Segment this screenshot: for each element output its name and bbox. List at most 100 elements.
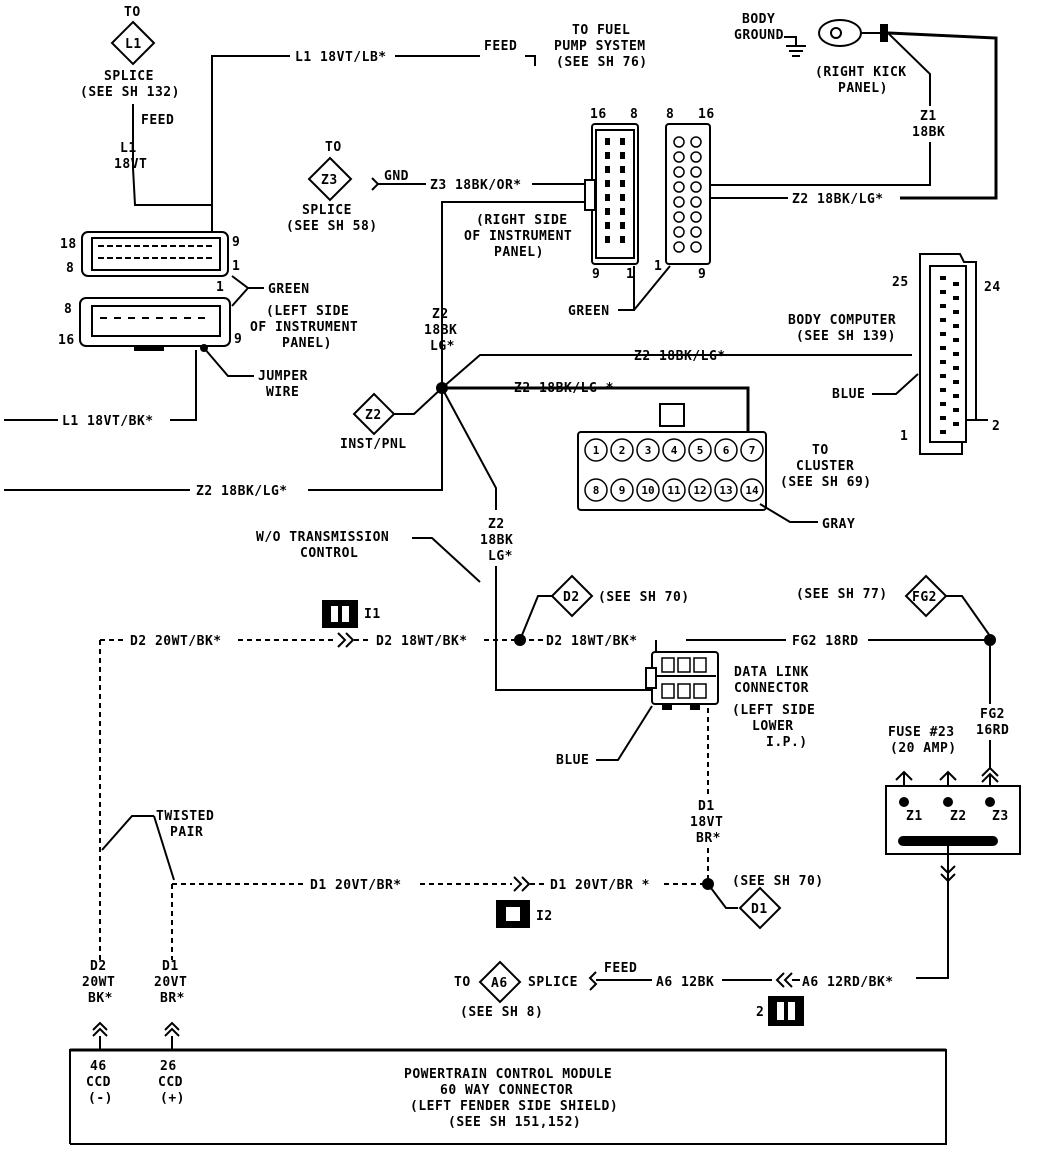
to-fuel-label-1: TO FUEL xyxy=(572,23,630,38)
cluster-pin-13 xyxy=(714,478,738,502)
wo-trans-label-2: CONTROL xyxy=(300,546,358,561)
l1-wire-label-b: 18VT xyxy=(114,157,147,172)
blue-bc-leader xyxy=(872,373,919,395)
dlc-foot-a xyxy=(662,704,672,710)
fuse-z2-label: Z2 xyxy=(950,809,967,824)
d1-diamond-lead xyxy=(707,883,738,909)
z3-diamond-label: Z3 xyxy=(321,173,338,188)
i1-connector-slot-b xyxy=(342,606,349,622)
to-cluster-label-3: (SEE SH 69) xyxy=(780,475,872,490)
fuse-label-1: FUSE #23 xyxy=(888,725,955,740)
cluster-lock-tab xyxy=(659,403,685,427)
cluster-pin-5 xyxy=(688,438,712,462)
cluster-pin-label-2: 2 xyxy=(619,444,626,457)
cluster-pin-label-9: 9 xyxy=(619,484,626,497)
blue-dlc-label: BLUE xyxy=(556,753,589,768)
cluster-pin-10 xyxy=(636,478,660,502)
right-kick-label-2: PANEL) xyxy=(838,81,888,96)
jumper-label-2: WIRE xyxy=(266,385,299,400)
feed-a6-label: FEED xyxy=(604,961,637,976)
z2-up-to-conn-wire xyxy=(441,201,600,384)
a6-diamond-label: A6 xyxy=(491,976,508,991)
cluster-pin-14 xyxy=(740,478,764,502)
z2-diamond-lead xyxy=(394,387,443,415)
see-sh58-label: (SEE SH 58) xyxy=(286,219,378,234)
d1-pcm-terminal xyxy=(164,1021,180,1050)
inst-pnl-label: INST/PNL xyxy=(340,437,407,452)
l1-diamond-label: L1 xyxy=(125,37,142,52)
pcm-label-4: (SEE SH 151,152) xyxy=(448,1115,581,1130)
z2-vert-label-a: Z2 xyxy=(432,307,449,322)
cluster-pin-label-7: 7 xyxy=(749,444,756,457)
z1-wire-lower xyxy=(700,142,931,186)
plus-label: (+) xyxy=(160,1091,185,1106)
right-side-label-3: PANEL) xyxy=(494,245,544,260)
i1-label: I1 xyxy=(364,607,381,622)
to-l1-label: TO xyxy=(124,5,141,20)
left-side-label-3: PANEL) xyxy=(282,336,332,351)
fuse-bus-bar xyxy=(898,836,998,846)
splice-a6-label: SPLICE xyxy=(528,975,578,990)
l1-bottom-wire-label: L1 18VT/BK* xyxy=(62,414,154,429)
pcm-label-3: (LEFT FENDER SIDE SHIELD) xyxy=(410,1099,618,1114)
d1-diamond-label: D1 xyxy=(751,902,768,917)
l1-wire-label-a: L1 xyxy=(120,141,137,156)
cluster-pin-label-4: 4 xyxy=(671,444,678,457)
cluster-pin-3 xyxy=(636,438,660,462)
a6-splice-diamond xyxy=(478,960,522,1004)
left-ip-connector-b-tab xyxy=(134,346,164,351)
cluster-pin-label-3: 3 xyxy=(645,444,652,457)
z3-splice-diamond xyxy=(307,156,353,202)
green-right-label: GREEN xyxy=(568,304,610,319)
bc-24-label: 24 xyxy=(984,280,1001,295)
left-side-label-2: OF INSTRUMENT xyxy=(250,320,358,335)
conn-r-9b: 9 xyxy=(698,267,706,282)
to-a6-label: TO xyxy=(454,975,471,990)
right-side-label-1: (RIGHT SIDE xyxy=(476,213,568,228)
bc-1-label: 1 xyxy=(900,429,908,444)
green-left-leader xyxy=(231,275,264,307)
z2-vert-label-b: 18BK xyxy=(424,323,457,338)
cluster-pin-7 xyxy=(740,438,764,462)
fuse-z1-dot xyxy=(899,797,909,807)
conn-r-8b: 8 xyxy=(666,107,674,122)
d2-diamond xyxy=(550,574,594,618)
z3-break-icon xyxy=(371,177,380,191)
ground-eyelet-hole xyxy=(830,27,842,39)
twisted-pair-leader xyxy=(101,815,175,881)
a6-feed-vertical xyxy=(916,846,949,979)
fuse-z3-label: Z3 xyxy=(992,809,1009,824)
conn-l-8a: 8 xyxy=(66,261,74,276)
cluster-pin-label-6: 6 xyxy=(723,444,730,457)
green-left-label: GREEN xyxy=(268,282,310,297)
left-ip-connector-a-inner xyxy=(91,237,221,271)
fg2-diamond xyxy=(904,574,948,618)
jumper-leader xyxy=(203,347,254,377)
right-ip-connector-a-inner xyxy=(595,129,635,259)
right-side-label-2: OF INSTRUMENT xyxy=(464,229,572,244)
cluster-pin-6 xyxy=(714,438,738,462)
fg2-wire-label: FG2 18RD xyxy=(792,634,859,649)
i1-connector-slot-a xyxy=(331,606,338,622)
z2-inst-pnl-diamond xyxy=(352,392,396,436)
body-ground-label-1: BODY xyxy=(742,12,775,27)
twisted-label-2: PAIR xyxy=(170,825,203,840)
d1-diamond xyxy=(738,886,782,930)
a6-inline-connector-icon xyxy=(940,865,956,883)
conn-r-1a: 1 xyxy=(626,267,634,282)
dlc-pins xyxy=(661,657,707,699)
conn-l-1a: 1 xyxy=(232,259,240,274)
z2-diamond-label: Z2 xyxy=(365,408,382,423)
twisted-label-1: TWISTED xyxy=(156,809,214,824)
d2-wire-right-label: D2 18WT/BK* xyxy=(546,634,638,649)
cluster-pin-label-10: 10 xyxy=(641,484,654,497)
cluster-pin-9 xyxy=(610,478,634,502)
to-z3-label: TO xyxy=(325,140,342,155)
conn-l-9b: 9 xyxy=(234,332,242,347)
conn-l-16: 16 xyxy=(58,333,75,348)
ground-lead xyxy=(784,36,797,46)
fuse-z3-dot xyxy=(985,797,995,807)
right-ip-connector-a-latch xyxy=(584,179,596,211)
fg2-diamond-label: FG2 xyxy=(912,590,937,605)
dlc-foot-b xyxy=(690,704,700,710)
